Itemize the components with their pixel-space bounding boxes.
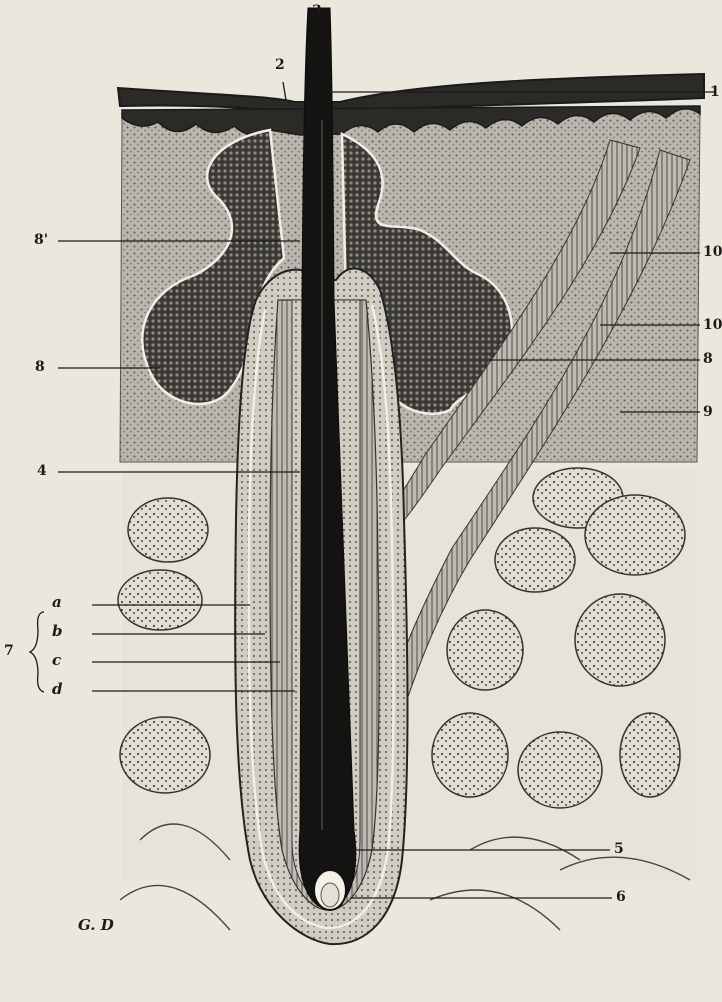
artist-signature: G. D: [78, 918, 114, 933]
label-d: d: [52, 682, 63, 697]
label-2-top: 2: [275, 58, 285, 72]
label-a: a: [52, 595, 62, 610]
label-8-prime: 8': [34, 233, 48, 247]
label-6: 6: [616, 890, 626, 904]
label-4: 4: [37, 464, 47, 478]
label-8-left: 8: [35, 360, 45, 374]
label-7: 7: [4, 644, 14, 658]
label-10-a: 10: [703, 245, 722, 259]
dermal-papilla: [314, 870, 346, 910]
label-3: 3: [312, 4, 322, 18]
label-1-top: 1: [710, 85, 720, 99]
label-8-right: 8: [703, 352, 713, 366]
label-9: 9: [703, 405, 713, 419]
label-c: c: [52, 653, 61, 668]
label-5: 5: [614, 842, 624, 856]
label-10-b: 10: [703, 318, 722, 332]
label-b: b: [52, 624, 63, 639]
